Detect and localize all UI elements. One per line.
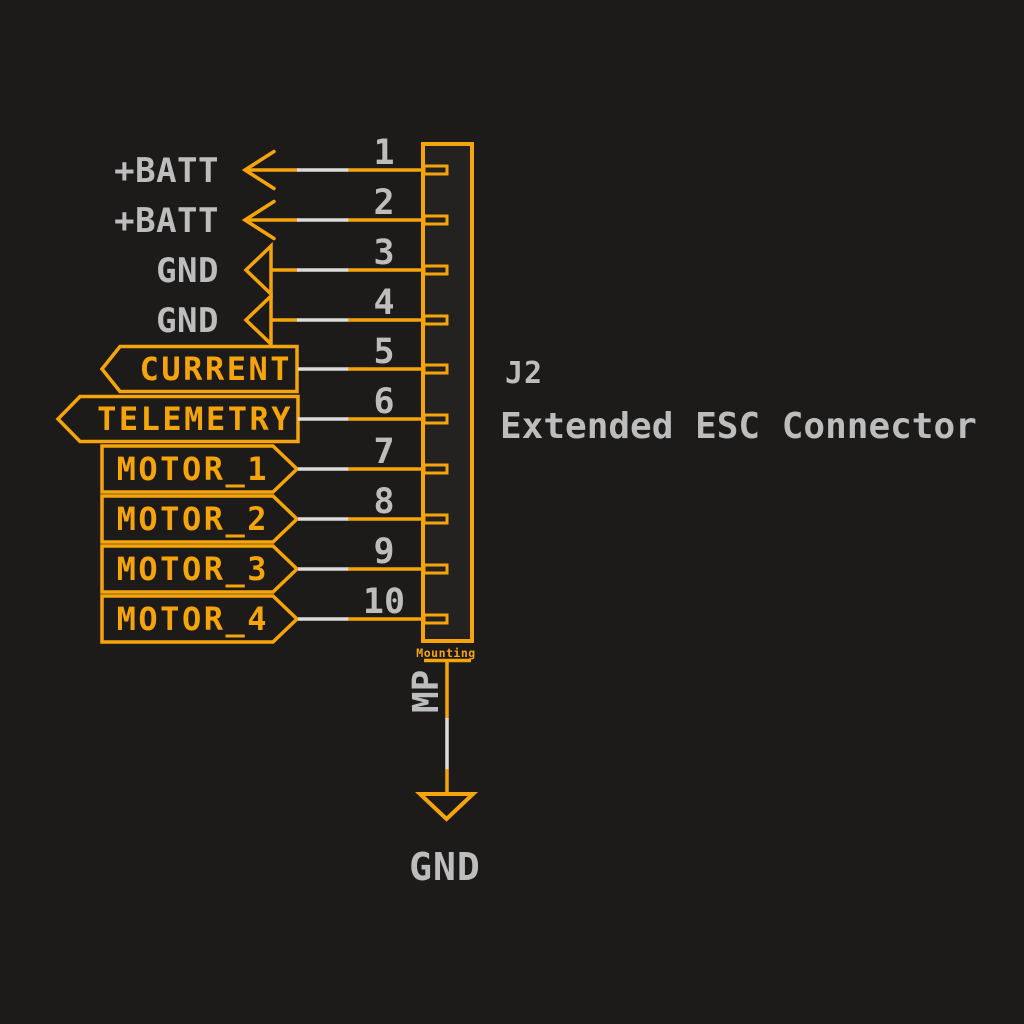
pin-socket-icon: [422, 613, 449, 625]
pin-socket-icon: [422, 164, 449, 176]
pin-number: 9: [373, 532, 394, 572]
pin-number: 5: [373, 332, 394, 372]
global-label-flag: [99, 344, 299, 394]
net-label: CURRENT: [140, 350, 292, 388]
global-label-flag: [100, 544, 300, 594]
pin-number: 1: [373, 133, 394, 173]
net-label: +BATT: [114, 201, 219, 241]
net-label: MOTOR_1: [117, 450, 269, 488]
connector-body: [421, 142, 474, 643]
net-label: MOTOR_2: [117, 500, 269, 538]
pin-number: 3: [373, 233, 394, 273]
net-label: MOTOR_4: [117, 600, 269, 638]
mounting-pin-number: Mounting: [416, 646, 475, 660]
pin-socket-icon: [422, 363, 449, 375]
ground-symbol-icon: [414, 792, 479, 822]
pin-socket-icon: [422, 563, 449, 575]
net-label: GND: [156, 301, 219, 341]
ground-net-label: GND: [409, 845, 481, 889]
reference-designator: J2: [505, 356, 543, 391]
pin-socket-icon: [422, 214, 449, 226]
pin-number: 7: [373, 432, 394, 472]
pin-number: 6: [373, 382, 394, 422]
global-label-flag: [55, 394, 300, 444]
pin-number: 2: [373, 183, 394, 223]
net-label: +BATT: [114, 151, 219, 191]
pin-socket-icon: [422, 413, 449, 425]
pin-socket-icon: [422, 314, 449, 326]
net-label: TELEMETRY: [97, 400, 293, 438]
global-label-flag: [100, 494, 300, 544]
pin-socket-icon: [422, 264, 449, 276]
global-label-flag: [100, 594, 300, 644]
hier-label-triangle-icon: [243, 291, 273, 349]
pin-number: 4: [373, 283, 394, 323]
net-label: GND: [156, 251, 219, 291]
pin-number: 8: [373, 482, 394, 522]
net-label: MOTOR_3: [117, 550, 269, 588]
pin-socket-icon: [422, 463, 449, 475]
global-label-flag: [100, 444, 300, 494]
connector-description: Extended ESC Connector: [500, 406, 977, 447]
hier-label-triangle-icon: [243, 241, 273, 299]
mounting-pin-name: MP: [406, 670, 447, 713]
pin-number: 10: [363, 582, 405, 622]
pin-socket-icon: [422, 513, 449, 525]
